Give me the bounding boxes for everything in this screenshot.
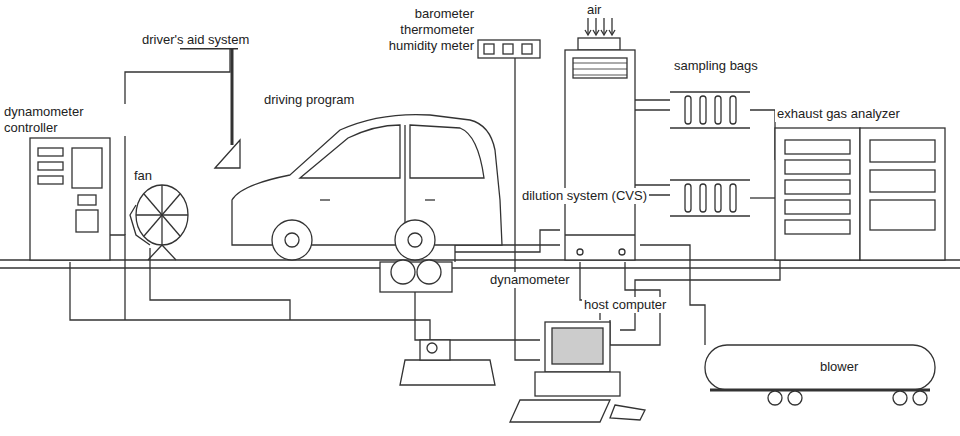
fan [130,185,188,260]
part-label: dynamometer controller [2,104,130,136]
controller-cabinet [30,138,110,260]
roller-dynamometer [380,260,452,292]
part-label: sampling bags [672,58,760,74]
part-label: driver's aid system [140,32,251,48]
cvs-tower [565,38,635,260]
host-computer [510,322,645,422]
part-label: blower [818,359,860,375]
analyzer-cabinets [775,128,945,260]
blower-tank [705,345,935,405]
wiring [70,48,780,360]
air-arrows [585,18,615,35]
part-label: barometer thermometer humidity meter [360,6,476,54]
part-label: driving program [262,92,356,108]
part-label: exhaust gas analyzer [775,106,902,122]
part-label: dynamometer [488,272,571,288]
part-label: air [585,2,603,18]
part-label: dilution system (CVS) [520,188,649,204]
drivers-aid-stand [180,48,240,168]
car [232,115,502,260]
part-label: fan [132,168,154,184]
sampling-bags [635,92,775,216]
part-label: host computer [582,297,668,313]
printer [400,340,495,385]
ambient-meters [478,40,540,58]
